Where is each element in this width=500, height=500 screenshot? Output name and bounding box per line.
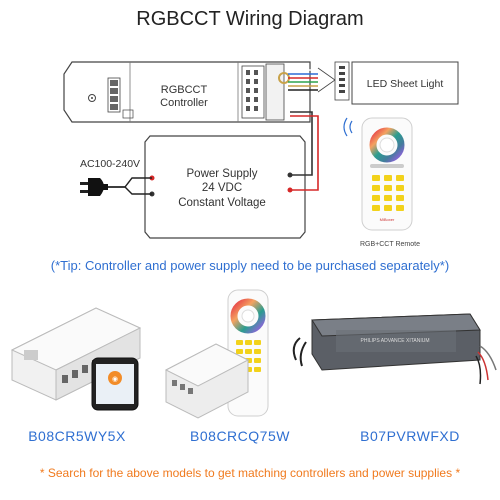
product-images: ◉ PHILIPS ADVANCE XITA	[10, 289, 497, 419]
power-supply-product: PHILIPS ADVANCE XITANIUM	[292, 313, 497, 385]
product-code-1: B08CR5WY5X	[28, 428, 126, 444]
dc-wire-positive	[290, 115, 319, 191]
footer-note: * Search for the above models to get mat…	[39, 466, 461, 480]
power-label-1: Power Supply	[187, 168, 258, 180]
remote-caption: RGB+CCT Remote	[360, 241, 420, 248]
product-code-3: B07PVRWFXD	[360, 428, 460, 444]
power-label-2: 24 VDC	[202, 182, 242, 194]
led-sheet-box	[351, 61, 459, 105]
rf-controller-product	[164, 289, 269, 419]
wiring-diagram: RGBCCT Controller LED Sheet Light Power …	[63, 61, 459, 248]
page-title: RGBCCT Wiring Diagram	[136, 8, 364, 30]
product-code-2: B08CRCQ75W	[190, 428, 290, 444]
output-wires	[288, 67, 336, 93]
wifi-controller-product: ◉	[10, 307, 142, 411]
svg-text:PHILIPS ADVANCE XITANIUM: PHILIPS ADVANCE XITANIUM	[361, 338, 430, 344]
ac-plug-icon	[80, 178, 108, 196]
ac-wire-neutral	[108, 186, 152, 195]
controller-box	[63, 61, 311, 123]
svg-text:MiBoxer: MiBoxer	[380, 217, 395, 222]
led-connector	[334, 61, 350, 101]
dc-wire-negative	[290, 111, 313, 176]
power-label-3: Constant Voltage	[178, 197, 266, 209]
led-label: LED Sheet Light	[367, 78, 444, 90]
power-supply-box	[144, 135, 306, 239]
ac-input-label: AC100-240V	[80, 158, 140, 170]
controller-label-2: Controller	[160, 97, 208, 109]
tip-text: (*Tip: Controller and power supply need …	[50, 258, 450, 273]
controller-label-1: RGBCCT	[161, 84, 208, 96]
remote-control: MiBoxer	[343, 117, 413, 231]
svg-text:◉: ◉	[112, 376, 118, 383]
